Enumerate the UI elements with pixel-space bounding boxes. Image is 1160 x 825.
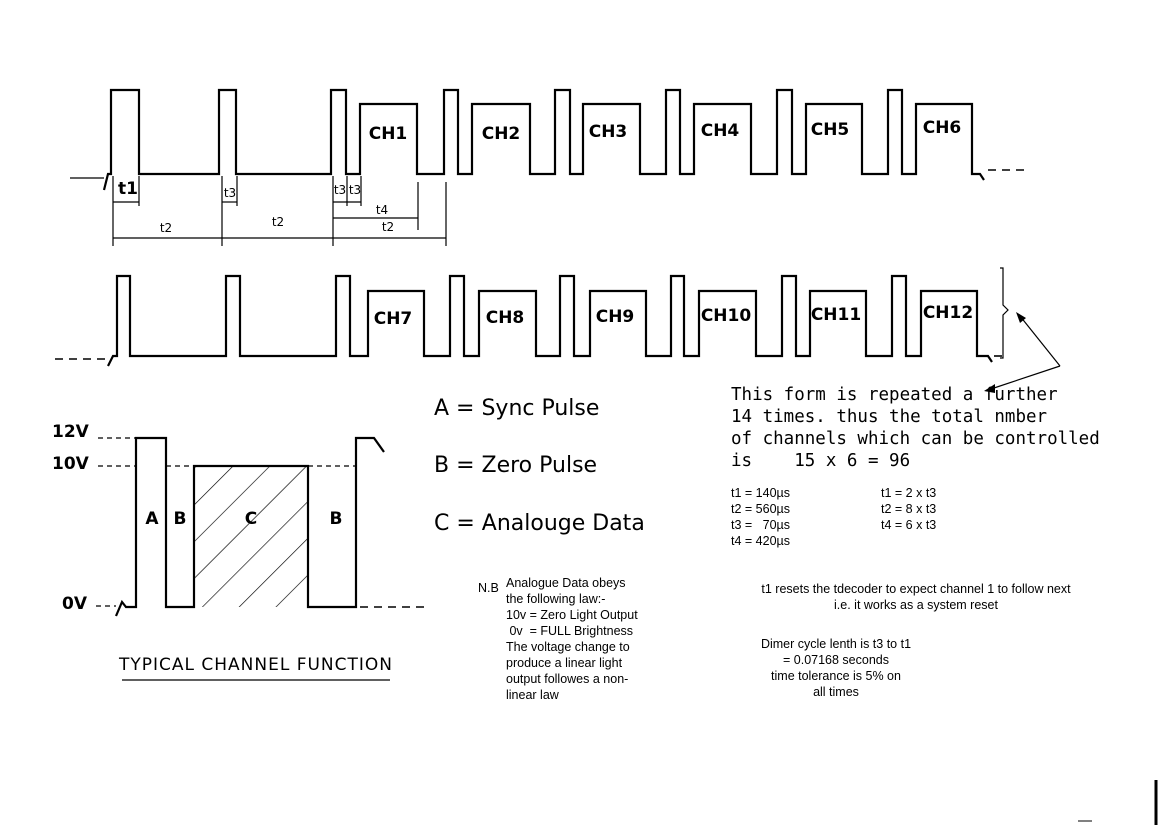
t2-label-2: t2 xyxy=(272,215,284,229)
cycle-note: Dimer cycle lenth is t3 to t1 = 0.07168 … xyxy=(761,637,911,699)
reset-note-line-1: t1 resets the tdecoder to expect channel… xyxy=(761,582,1071,596)
data-c-label: C xyxy=(245,509,257,529)
cycle-note-line-1: Dimer cycle lenth is t3 to t1 xyxy=(761,637,911,651)
nb-line-7: output followes a non- xyxy=(506,672,628,686)
channel-function-title: TYPICAL CHANNEL FUNCTION xyxy=(118,655,393,675)
nb-line-4: 0v = FULL Brightness xyxy=(506,624,633,638)
timing-ratio-t2: t2 = 8 x t3 xyxy=(881,502,936,516)
timing-ratio-t1: t1 = 2 x t3 xyxy=(881,486,936,500)
ch10-label: CH10 xyxy=(701,306,752,326)
nb-line-1: Analogue Data obeys xyxy=(506,576,626,590)
pulse-a-label: A xyxy=(145,509,159,529)
cycle-note-line-2: = 0.07168 seconds xyxy=(783,653,889,667)
channel-function-diagram xyxy=(96,436,425,681)
timing-value-t2: t2 = 560µs xyxy=(731,502,790,516)
ch8-label: CH8 xyxy=(486,308,525,328)
nb-prefix: N.B xyxy=(478,581,499,595)
timing-value-t3: t3 = 70µs xyxy=(731,518,790,532)
t1-label: t1 xyxy=(118,179,138,199)
t3-label-3: t3 xyxy=(349,183,361,197)
t2-label-3: t2 xyxy=(382,220,394,234)
repeat-note-line-2: 14 times. thus the total nmber xyxy=(731,407,1047,427)
nb-line-8: linear law xyxy=(506,688,560,702)
repeat-note-line-1: This form is repeated a further xyxy=(731,385,1058,405)
ch7-label: CH7 xyxy=(374,309,413,329)
nb-line-5: The voltage change to xyxy=(506,640,630,654)
reset-note-line-2: i.e. it works as a system reset xyxy=(834,598,998,612)
t3-label-1: t3 xyxy=(224,186,236,200)
nb-line-6: produce a linear light xyxy=(506,656,623,670)
ch5-label: CH5 xyxy=(811,120,850,140)
timing-value-t1: t1 = 140µs xyxy=(731,486,790,500)
timing-values: t1 = 140µs t2 = 560µs t3 = 70µs t4 = 420… xyxy=(731,486,936,548)
nb-line-2: the following law:- xyxy=(506,592,605,606)
ch6-label: CH6 xyxy=(923,118,962,138)
analogue-law-note: N.B Analogue Data obeys the following la… xyxy=(478,576,638,702)
ch2-label: CH2 xyxy=(482,124,521,144)
legend-zero-pulse: B = Zero Pulse xyxy=(434,453,597,478)
legend-sync-pulse: A = Sync Pulse xyxy=(434,396,599,421)
voltage-10v-label: 10V xyxy=(52,454,90,474)
cycle-note-line-4: all times xyxy=(813,685,859,699)
timing-ratio-t4: t4 = 6 x t3 xyxy=(881,518,936,532)
ch4-label: CH4 xyxy=(701,121,740,141)
reset-note: t1 resets the tdecoder to expect channel… xyxy=(761,582,1071,612)
repeat-note: This form is repeated a further 14 times… xyxy=(731,385,1100,471)
ch11-label: CH11 xyxy=(811,305,861,325)
ch9-label: CH9 xyxy=(596,307,635,327)
t3-label-2: t3 xyxy=(334,183,346,197)
pulse-b-label-2: B xyxy=(330,509,343,529)
timing-dimensions xyxy=(112,176,447,246)
voltage-0v-label: 0V xyxy=(62,594,88,614)
nb-line-3: 10v = Zero Light Output xyxy=(506,608,638,622)
waveform-row-2 xyxy=(55,267,1061,393)
t2-label-1: t2 xyxy=(160,221,172,235)
repeat-note-line-4: is 15 x 6 = 96 xyxy=(731,451,910,471)
timing-value-t4: t4 = 420µs xyxy=(731,534,790,548)
ch3-label: CH3 xyxy=(589,122,628,142)
cycle-note-line-3: time tolerance is 5% on xyxy=(771,669,901,683)
legend-analogue-data: C = Analouge Data xyxy=(434,511,645,536)
ch1-label: CH1 xyxy=(369,124,408,144)
voltage-12v-label: 12V xyxy=(52,422,90,442)
t4-label: t4 xyxy=(376,203,388,217)
pulse-b-label-1: B xyxy=(174,509,187,529)
waveform-row-1 xyxy=(70,88,1025,191)
repeat-note-line-3: of channels which can be controlled xyxy=(731,429,1100,449)
ch12-label: CH12 xyxy=(923,303,973,323)
